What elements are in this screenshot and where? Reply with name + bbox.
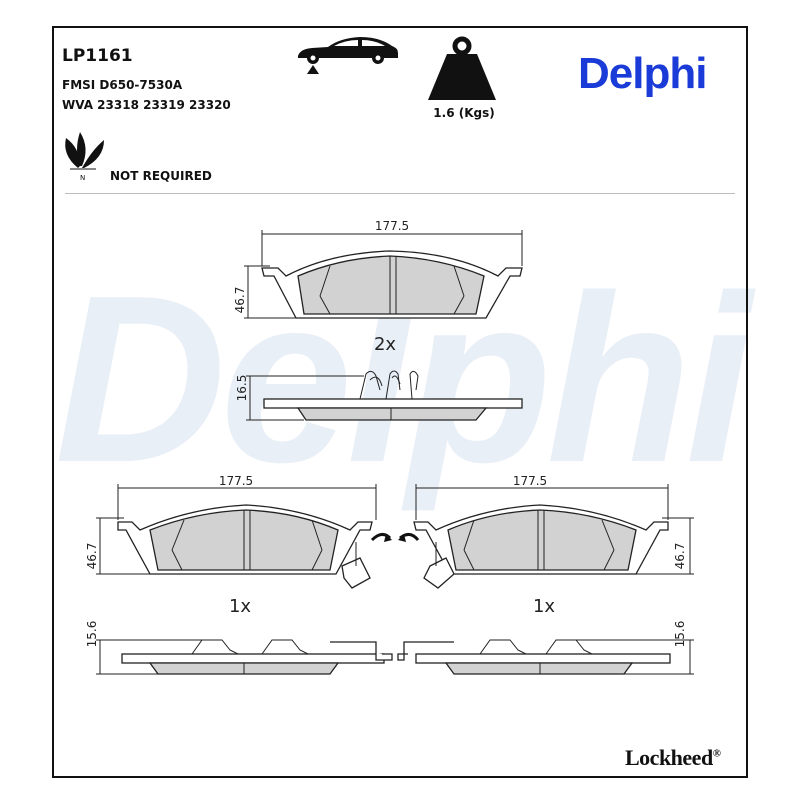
right-width-dim: 177.5 [513,474,547,488]
top-quantity: 2x [374,334,396,355]
left-pad-drawing: 177.5 46.7 1x 15.6 [85,474,393,675]
weight-label: 1.6 (Kgs) [433,106,495,120]
car-front-axle-icon [298,37,398,74]
leaves-eco-icon: N [65,132,104,182]
fmsi-number: FMSI D650-7530A [62,78,183,92]
eco-mark-letter: N [80,174,85,182]
right-height-dim: 46.7 [673,543,687,570]
eco-status-label: NOT REQUIRED [110,169,212,183]
wva-numbers: WVA 23318 23319 23320 [62,98,231,112]
left-quantity: 1x [229,596,251,617]
right-quantity: 1x [533,596,555,617]
top-pad-side-view: 16.5 [235,370,523,421]
weight-icon [428,36,496,100]
part-number: LP1161 [62,46,133,66]
delphi-logo: Delphi [578,49,707,98]
top-height-dim: 46.7 [233,287,247,314]
spec-sheet-frame [52,26,748,778]
left-thickness-dim: 15.6 [85,621,99,648]
right-pad-drawing: 177.5 46.7 1x 15.6 [397,474,694,675]
top-width-dim: 177.5 [375,219,409,233]
right-thickness-dim: 15.6 [673,621,687,648]
lockheed-name: Lockheed [625,745,713,770]
top-thickness-dim: 16.5 [235,375,249,402]
lockheed-logo: Lockheed® [625,745,721,771]
registered-mark: ® [712,747,721,760]
header-divider [65,193,735,194]
left-height-dim: 46.7 [85,543,99,570]
top-pad-drawing: 177.5 46.7 2x [233,219,523,355]
left-width-dim: 177.5 [219,474,253,488]
